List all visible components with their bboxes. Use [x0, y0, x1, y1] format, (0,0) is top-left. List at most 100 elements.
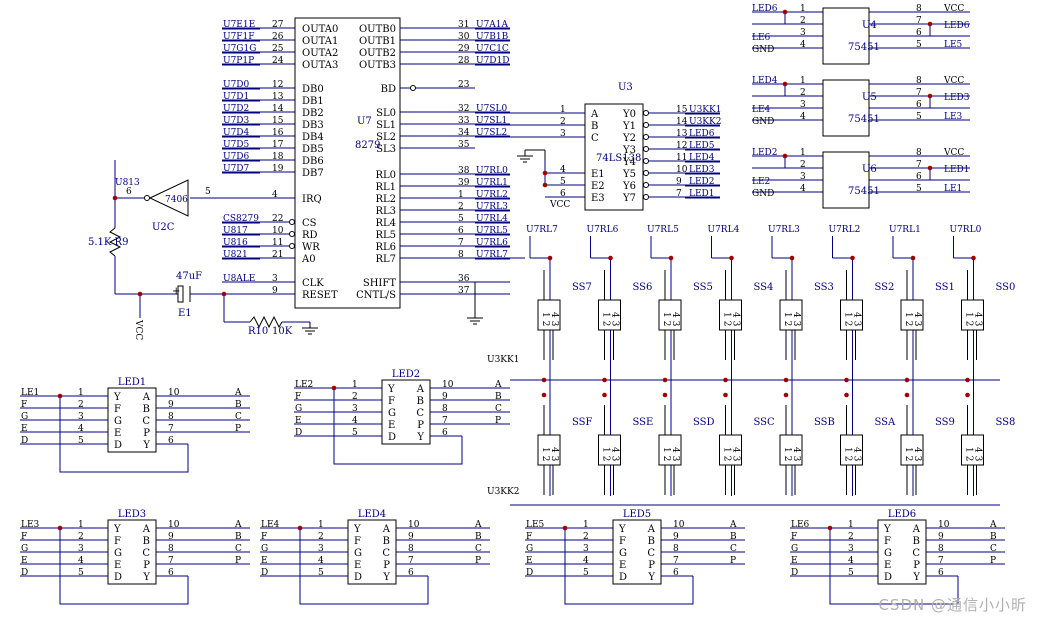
display-pin-number: 6	[168, 436, 174, 446]
u7-net-label: U816	[223, 238, 248, 248]
display-pin-name: Y	[883, 524, 891, 535]
driver-pin-number: 6	[916, 28, 922, 38]
display-net-label: B	[475, 532, 482, 542]
display-pin-number: 4	[78, 424, 84, 434]
driver-link	[869, 168, 931, 181]
display-net-label: D	[21, 568, 28, 578]
u7-net-label: U7RL7	[476, 250, 508, 260]
inversion-bubble	[289, 219, 295, 225]
driver-out2-label: LE3	[944, 112, 963, 122]
display-net-label: B	[235, 400, 242, 410]
switch-pin: 1 2	[843, 447, 853, 461]
key-switch-body	[537, 434, 561, 466]
display-pin-number: 1	[352, 380, 358, 390]
display-pin-number: 9	[168, 400, 174, 410]
driver-chip-body	[822, 151, 870, 209]
text-layer: U78279OUTA027U7E1EOUTA126U7F1FOUTA225U7G…	[21, 4, 1015, 583]
display-net-label: E	[261, 556, 268, 566]
display-net-label: E	[791, 556, 798, 566]
inversion-bubble	[643, 182, 649, 188]
display-pin-name: G	[884, 548, 892, 559]
switch-pin: 1 2	[722, 312, 732, 326]
display-body	[877, 519, 927, 585]
wire-layer	[20, 11, 1005, 605]
display-net-label: P	[235, 424, 241, 434]
driver-pin-number: 4	[800, 40, 806, 50]
display-ref: LED1	[118, 377, 146, 388]
display-net-label: G	[21, 544, 28, 554]
u7-net-label: U7D5	[223, 140, 250, 150]
display-pin-number: 7	[938, 556, 944, 566]
u3-pin-name: Y5	[622, 169, 636, 180]
display-pin-number: 3	[583, 544, 589, 554]
display-pin-number: 10	[168, 388, 180, 398]
display-pin-number: 4	[848, 556, 854, 566]
display-pin-name: B	[383, 536, 390, 547]
display-net-label: LE5	[526, 520, 545, 530]
junction-dot	[723, 392, 728, 398]
u7-net-label: U7RL2	[476, 190, 508, 200]
u3-pin-number: 1	[560, 105, 566, 115]
u7-pin-name: A0	[301, 254, 316, 265]
u7-pin-name: RL3	[375, 206, 396, 217]
u7-net-label: U7F1F	[223, 32, 255, 42]
driver-pin-number: 1	[800, 76, 806, 86]
u3-pin-name: Y0	[622, 109, 636, 120]
switch-ref: SS8	[996, 417, 1016, 428]
driver-link	[869, 96, 931, 109]
driver-part: 75451	[848, 114, 880, 125]
display-pin-name: P	[143, 560, 150, 571]
e1-label: E1	[178, 308, 192, 319]
key-switch-body	[779, 299, 803, 331]
watermark: CSDN @通信小小昕	[878, 596, 1027, 614]
display-net-label: E	[21, 424, 28, 434]
u7-pin-number: 21	[272, 250, 283, 260]
u7-pin-name: DB0	[302, 84, 324, 95]
switch-pin: 4 3	[549, 447, 559, 462]
u7-pin-name: OUTA3	[302, 60, 338, 71]
u3-pin-name: Y4	[622, 157, 636, 168]
display-pin-number: 3	[848, 544, 854, 554]
u7-pin-number: 30	[458, 32, 470, 42]
display-pin-number: 5	[318, 568, 324, 578]
junction-dot	[112, 195, 118, 201]
display-pin-number: 6	[168, 568, 174, 578]
driver-pin-number: 2	[800, 16, 806, 26]
switch-col-label: U7RL3	[768, 225, 800, 235]
driver-pin-number: 6	[916, 172, 922, 182]
display-pin-name: B	[143, 404, 150, 415]
key-switch-body	[719, 299, 742, 331]
display-net-label: P	[475, 556, 481, 566]
display-pin-number: 10	[408, 520, 420, 530]
u7-pin-number: 34	[458, 128, 470, 138]
u7-pin-name: DB2	[302, 108, 324, 119]
display-pin-name: F	[114, 536, 121, 547]
key-switch-body	[658, 434, 682, 466]
switch-pin: 1 2	[964, 312, 974, 326]
driver-link	[784, 12, 823, 25]
display-net-label: LE4	[261, 520, 280, 530]
display-pin-name: Y	[647, 572, 655, 583]
driver-in-label: LED6	[752, 4, 778, 14]
inversion-bubble	[643, 170, 649, 176]
key-switch-body	[840, 434, 863, 466]
u7-pin-name: OUTA1	[302, 36, 338, 47]
e1-plus: +	[172, 286, 180, 297]
display-pin-name: Y	[618, 524, 626, 535]
driver-in-label: LED2	[752, 148, 778, 158]
display-pin-name: C	[142, 416, 150, 427]
switch-pin: 1 2	[601, 447, 611, 461]
display-pin-name: Y	[912, 572, 920, 583]
driver-pin-number: 4	[800, 184, 806, 194]
display-pin-name: Y	[416, 432, 424, 443]
switch-pin: 1 2	[540, 447, 550, 461]
u7-net-label: U7A1A	[476, 20, 509, 30]
u7-pin-name: WR	[302, 242, 320, 253]
switch-pin: 1 2	[964, 447, 974, 461]
display-pin-number: 2	[78, 532, 84, 542]
display-pin-number: 8	[938, 544, 944, 554]
switch-ref: SS2	[875, 282, 895, 293]
u7-pin-number: 16	[272, 128, 284, 138]
driver-pin-number: 3	[800, 100, 806, 110]
key-switch-body	[900, 434, 924, 466]
